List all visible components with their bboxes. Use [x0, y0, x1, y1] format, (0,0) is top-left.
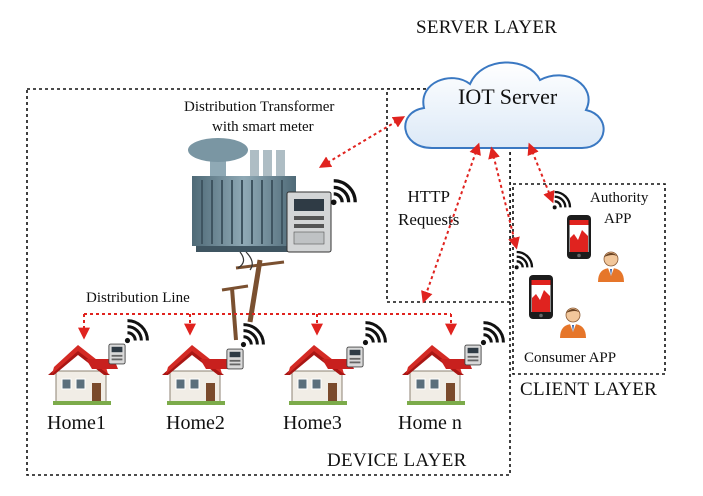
smart-meter-icon [286, 191, 332, 253]
authority-app-label-line2: APP [604, 211, 632, 227]
house-icon [48, 345, 118, 406]
iot-server-label: IOT Server [458, 84, 558, 109]
client-layer-box [512, 183, 666, 375]
device-layer-box [26, 88, 511, 476]
wifi-signal-icon [552, 190, 572, 210]
house-icon [284, 345, 354, 406]
smartphone-icon [529, 275, 553, 319]
house-icon [162, 345, 232, 406]
transformer-icon [188, 138, 296, 252]
http-requests-label: HTTP Requests [398, 186, 459, 232]
smart-meter-icon [464, 344, 482, 366]
wifi-signal-icon [330, 179, 357, 206]
smart-meter-icon [226, 348, 244, 370]
home-label: Home2 [166, 412, 225, 434]
wifi-signal-icon [480, 321, 505, 346]
person-icon [559, 307, 587, 338]
home-label: Home n [398, 412, 462, 434]
communication-arrows [318, 116, 555, 304]
server-layer-label: SERVER LAYER [416, 17, 558, 38]
home-label: Home3 [283, 412, 342, 434]
house-icon [402, 345, 472, 406]
transformer-label-line2: with smart meter [212, 119, 314, 135]
person-icon [597, 251, 625, 282]
smartphone-icon [567, 215, 591, 259]
wifi-signal-icon [362, 321, 387, 346]
transformer-label-line1: Distribution Transformer [184, 99, 335, 115]
device-layer-label: DEVICE LAYER [327, 450, 467, 471]
client-layer-label: CLIENT LAYER [520, 379, 658, 400]
distribution-line [78, 313, 457, 340]
cloud-icon [404, 61, 605, 149]
wifi-signal-icon [124, 319, 149, 344]
smart-meter-icon [108, 343, 126, 365]
smart-meter-icon [346, 346, 364, 368]
http-label-line2: Requests [398, 209, 460, 229]
consumer-app-label: Consumer APP [524, 350, 617, 366]
wifi-signal-icon [514, 250, 534, 270]
wifi-signal-icon [240, 323, 265, 348]
http-label-line1: HTTP [407, 187, 450, 206]
authority-app-label-line1: Authority [590, 190, 649, 206]
home-label: Home1 [47, 412, 106, 434]
distribution-line-label: Distribution Line [86, 290, 190, 306]
